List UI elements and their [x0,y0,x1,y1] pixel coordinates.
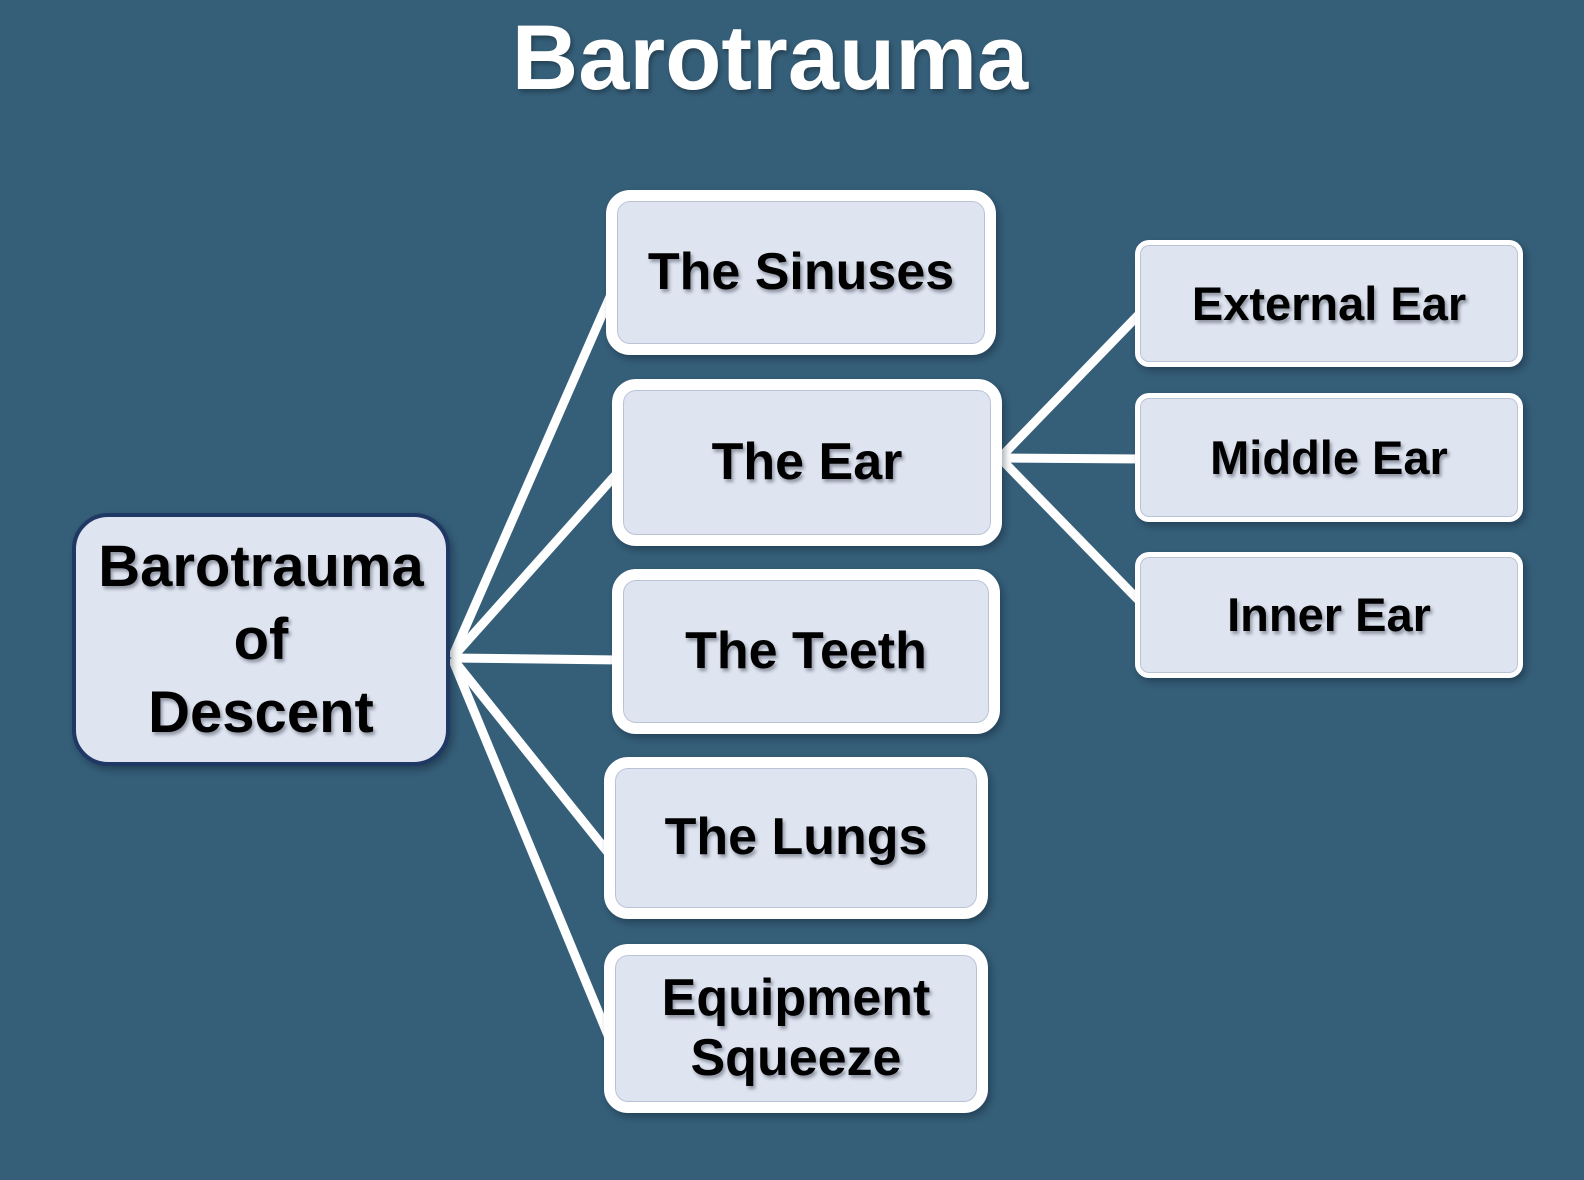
connector-root-ear [448,467,624,661]
connector-ear-middle [999,453,1149,464]
node-inner-ear-label: Inner Ear [1227,588,1431,642]
node-the-teeth: The Teeth [612,569,1000,734]
connector-ear-external [996,301,1152,462]
node-external-ear-label: External Ear [1191,276,1467,330]
node-the-sinuses-label: The Sinuses [647,242,955,301]
node-external-ear: External Ear [1135,240,1523,367]
node-equipment-squeeze-label: Equipment Squeeze [661,968,931,1087]
node-the-lungs-label: The Lungs [664,808,928,867]
node-middle-ear: Middle Ear [1135,393,1523,522]
node-the-ear-label: The Ear [711,432,903,491]
connector-root-teeth [451,653,621,665]
node-the-teeth-label: The Teeth [685,621,927,680]
connector-root-sinuses [447,281,621,660]
diagram-title: Barotrauma [511,7,1029,109]
node-inner-ear: Inner Ear [1135,552,1523,678]
connector-ear-inner [996,454,1154,616]
node-the-sinuses: The Sinuses [606,190,996,355]
node-middle-ear-label: Middle Ear [1210,430,1448,484]
node-the-ear: The Ear [612,379,1002,546]
node-barotrauma-of-descent: Barotrauma of Descent [72,513,450,766]
connector-root-equipment [447,656,615,1042]
node-the-lungs: The Lungs [604,757,988,919]
connector-root-lungs [448,655,618,863]
node-equipment-squeeze: Equipment Squeeze [604,944,988,1113]
node-barotrauma-of-descent-label: Barotrauma of Descent [98,533,424,746]
